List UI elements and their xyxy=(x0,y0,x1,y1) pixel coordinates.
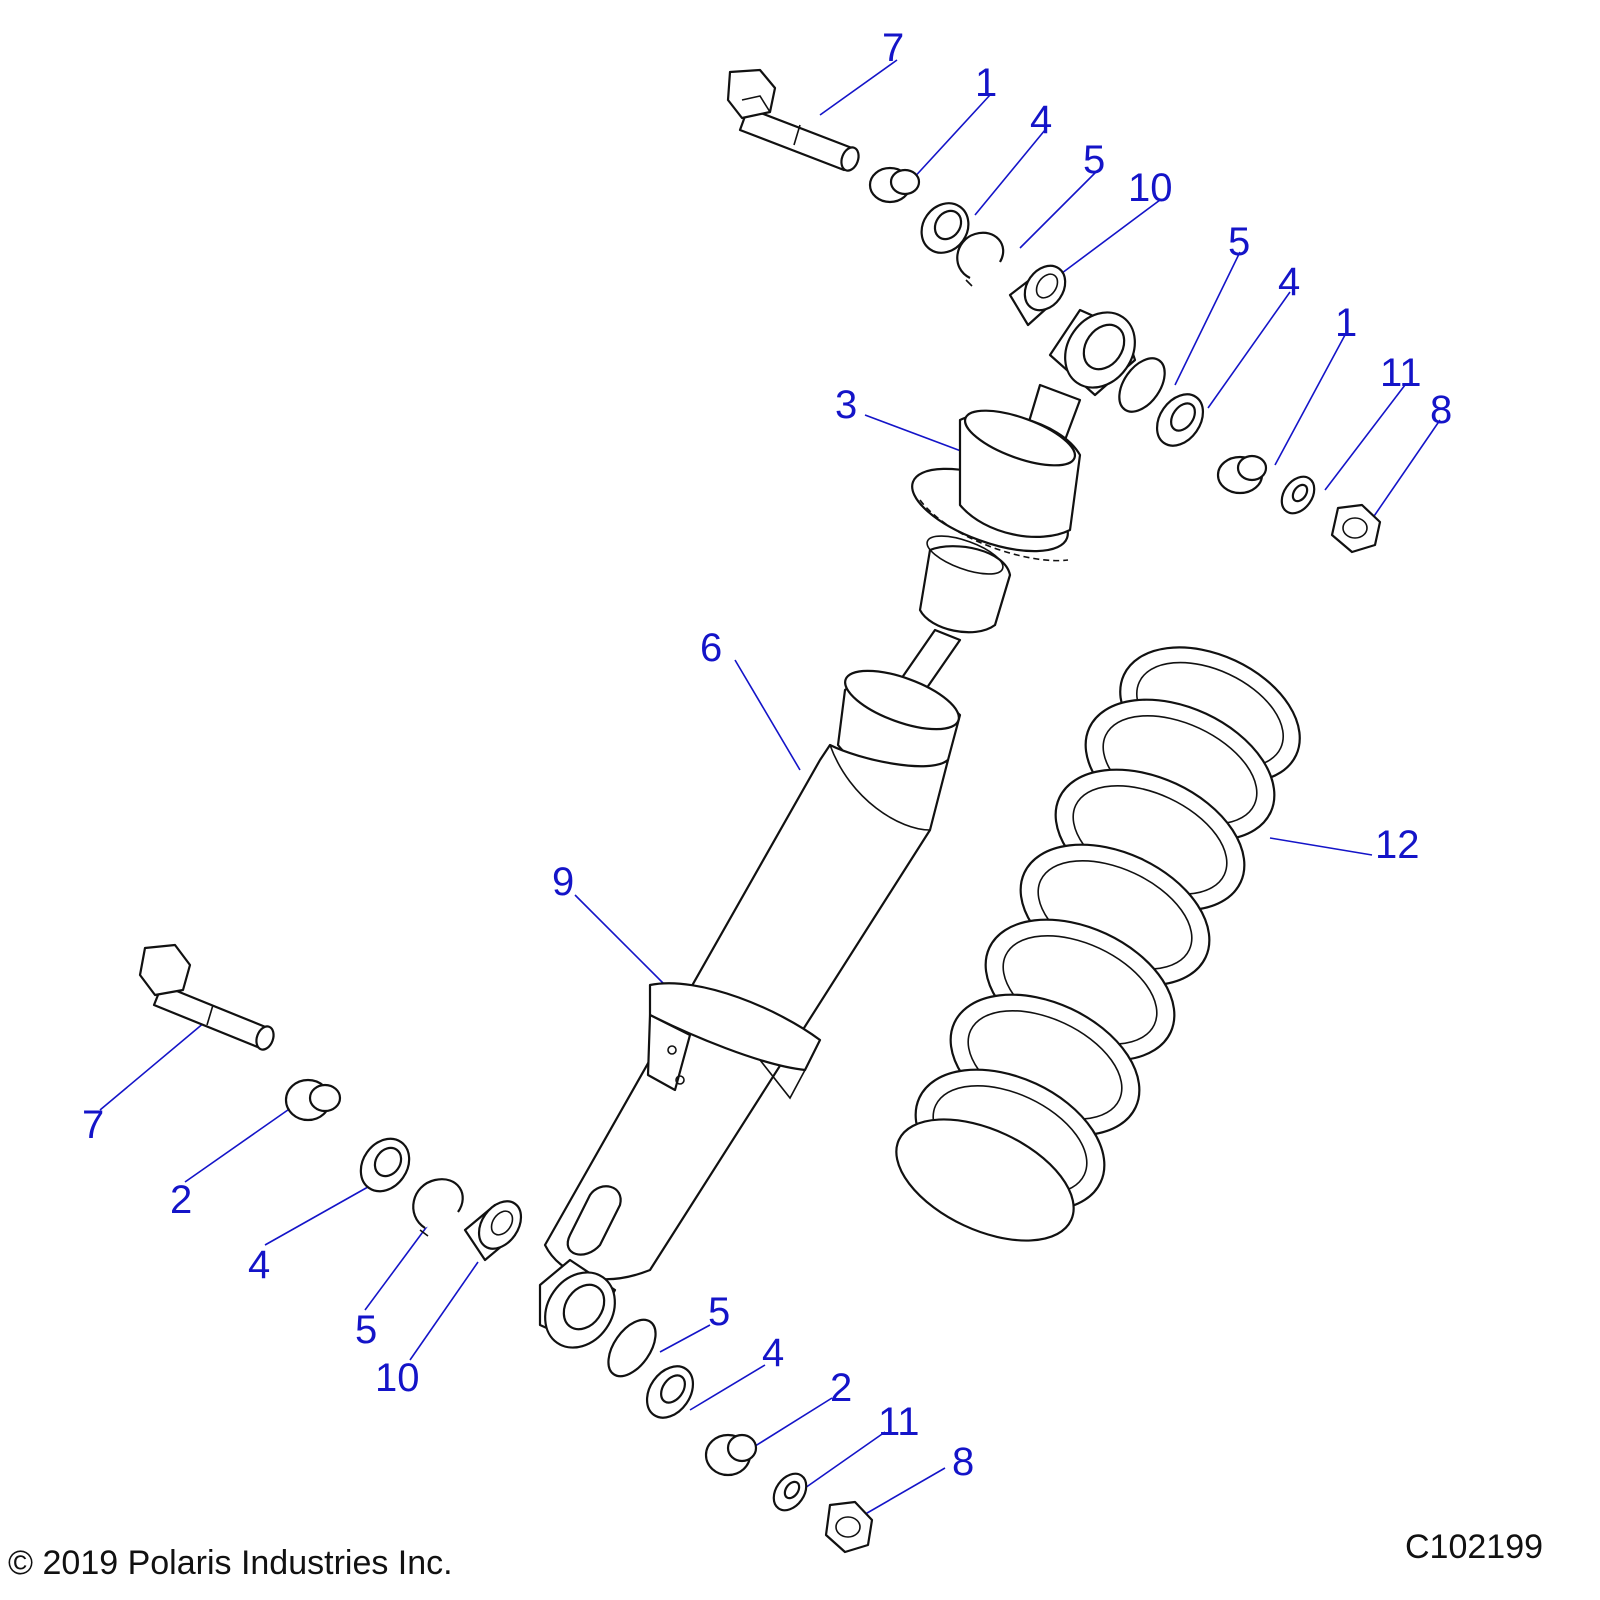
callout-top-bushing-inner: 1 xyxy=(1335,301,1358,345)
top-retaining-ring-outer xyxy=(956,231,1005,287)
callout-shock-body: 6 xyxy=(700,626,723,670)
bottom-washer-outer xyxy=(359,1137,411,1193)
bottom-bolt xyxy=(138,943,275,1051)
callout-top-bushing-outer: 1 xyxy=(975,61,998,105)
callout-top-washer-outer: 4 xyxy=(1030,98,1053,142)
callout-bottom-bushing-outer: 2 xyxy=(170,1178,193,1222)
figure-id: C102199 xyxy=(1405,1528,1544,1566)
bottom-bushing-inner xyxy=(704,1433,758,1477)
callout-top-ring-inner: 5 xyxy=(1228,220,1251,264)
top-washer-outer xyxy=(920,202,970,254)
callout-bottom-nut: 8 xyxy=(952,1440,975,1484)
bottom-retaining-ring-outer xyxy=(412,1178,464,1237)
bottom-bearing xyxy=(463,1200,523,1262)
top-washer-small xyxy=(1280,475,1316,515)
top-nut xyxy=(1330,503,1382,554)
top-bushing-outer xyxy=(868,166,921,204)
callout-top-ring-outer: 5 xyxy=(1083,138,1106,182)
callout-top-bearing: 10 xyxy=(1128,166,1173,210)
callout-spring-retainer: 3 xyxy=(835,383,858,427)
shock-body xyxy=(543,669,962,1281)
callout-bottom-bolt: 7 xyxy=(82,1103,105,1147)
bottom-washer-small xyxy=(772,1472,808,1512)
callout-bottom-bearing: 10 xyxy=(375,1356,420,1400)
bottom-nut xyxy=(824,1500,874,1554)
top-bushing-inner xyxy=(1216,454,1268,495)
callout-top-nut: 8 xyxy=(1430,388,1453,432)
callout-bottom-bushing-inner: 2 xyxy=(830,1366,853,1410)
copyright-text: © 2019 Polaris Industries Inc. xyxy=(8,1544,453,1582)
callout-bottom-washer-small: 11 xyxy=(878,1400,920,1444)
callout-bottom-washer-outer: 4 xyxy=(248,1243,271,1287)
callout-top-washer-inner: 4 xyxy=(1278,260,1301,304)
bump-stop xyxy=(918,535,1012,634)
shock-bottom-eye xyxy=(538,1258,617,1349)
top-bolt xyxy=(726,68,860,172)
leader-lines xyxy=(99,59,1441,1521)
callout-collar: 9 xyxy=(552,860,575,904)
bottom-retaining-ring-inner xyxy=(607,1318,657,1378)
callout-spring: 12 xyxy=(1375,823,1420,867)
coil-spring xyxy=(895,646,1301,1242)
top-washer-inner xyxy=(1155,393,1205,447)
collar-clamp xyxy=(646,982,822,1100)
top-bearing xyxy=(1008,264,1067,327)
shock-top-eye xyxy=(1026,308,1137,442)
bottom-bushing-outer xyxy=(284,1078,342,1122)
callout-bottom-washer-inner: 4 xyxy=(762,1331,785,1375)
spring-retainer xyxy=(911,409,1082,562)
callout-top-bolt: 7 xyxy=(882,26,905,70)
callout-bottom-ring-outer: 5 xyxy=(355,1308,378,1352)
callout-bottom-ring-inner: 5 xyxy=(708,1290,731,1334)
bottom-washer-inner xyxy=(645,1365,695,1419)
callout-top-washer-small: 11 xyxy=(1380,351,1422,395)
top-retaining-ring-inner xyxy=(1118,357,1166,413)
